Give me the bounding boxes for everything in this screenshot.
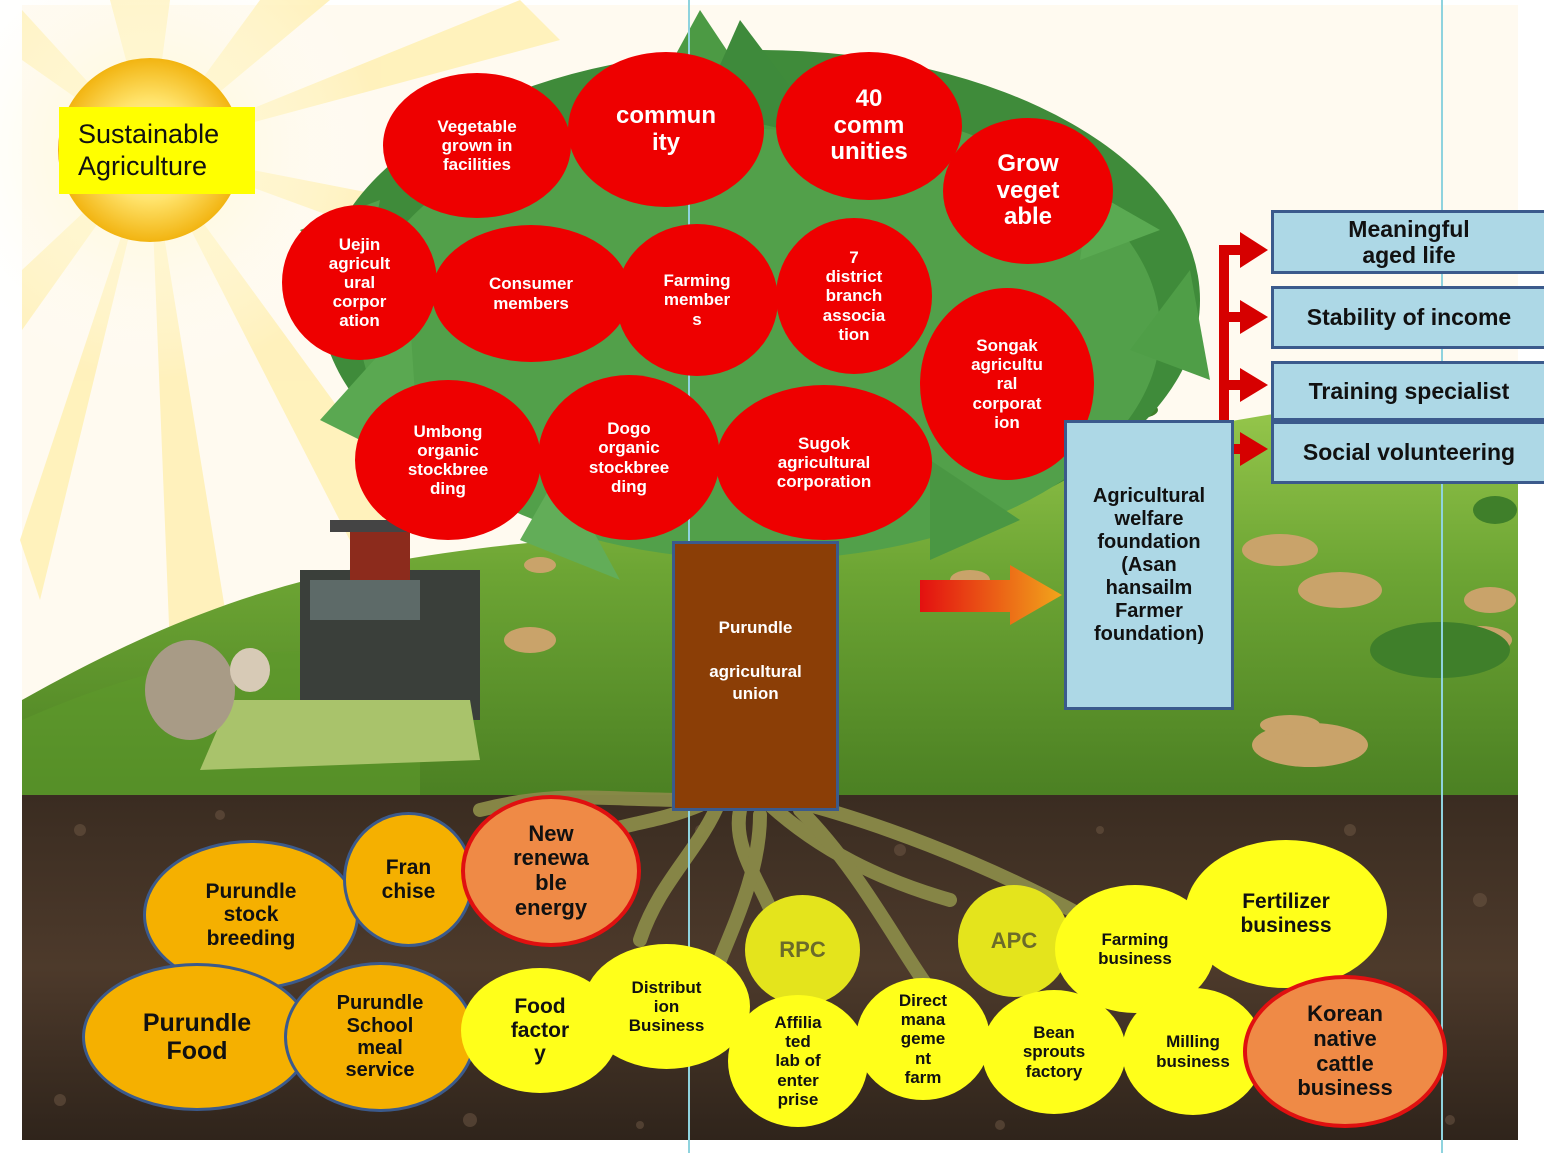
apple-7-district-branch[interactable]: 7 district branch associa tion [776, 218, 932, 374]
apple-umbong-stockbreeding[interactable]: Umbong organic stockbree ding [355, 380, 541, 540]
apple-40-communities[interactable]: 40 comm unities [776, 52, 962, 200]
tree-trunk[interactable]: Purundle agricultural union [672, 541, 839, 811]
apple-farming-members[interactable]: Farming member s [616, 224, 778, 376]
business-distribution[interactable]: Distribut ion Business [583, 944, 750, 1069]
business-direct-management-farm[interactable]: Direct mana geme nt farm [856, 978, 990, 1100]
outcome-meaningful-aged-life[interactable]: Meaningful aged life [1271, 210, 1544, 274]
business-bean-sprouts[interactable]: Bean sprouts factory [982, 990, 1126, 1114]
business-milling[interactable]: Milling business [1122, 988, 1264, 1115]
apple-vegetable-facilities[interactable]: Vegetable grown in facilities [383, 73, 571, 218]
business-affiliated-lab[interactable]: Affilia ted lab of enter prise [728, 995, 868, 1127]
business-new-renewable-energy[interactable]: New renewa ble energy [461, 795, 641, 947]
arrow-to-foundation [920, 565, 1062, 625]
harvester [145, 520, 480, 770]
business-purundle-school-meal[interactable]: Purundle School meal service [284, 962, 476, 1112]
business-purundle-stock-breeding[interactable]: Purundle stock breeding [143, 840, 359, 990]
outcome-stability-of-income[interactable]: Stability of income [1271, 286, 1544, 349]
business-rpc[interactable]: RPC [745, 895, 860, 1005]
outcome-arrows [1219, 232, 1268, 466]
business-korean-native-cattle[interactable]: Korean native cattle business [1243, 975, 1447, 1128]
foundation-label: Agricultural welfare foundation (Asan ha… [1092, 484, 1206, 645]
title-badge: Sustainable Agriculture [59, 107, 255, 194]
apple-consumer-members[interactable]: Consumer members [432, 225, 630, 362]
title-badge-text: Sustainable Agriculture [78, 119, 220, 181]
apple-sugok-corporation[interactable]: Sugok agricultural corporation [716, 385, 932, 540]
apple-uejin-corporation[interactable]: Uejin agricult ural corpor ation [282, 205, 437, 360]
trunk-label: Purundle agricultural union [709, 617, 802, 704]
business-purundle-food[interactable]: Purundle Food [82, 963, 312, 1111]
outcome-training-specialist[interactable]: Training specialist [1271, 361, 1544, 421]
outcome-social-volunteering[interactable]: Social volunteering [1271, 421, 1544, 484]
apple-grow-vegetable[interactable]: Grow veget able [943, 118, 1113, 264]
business-fertilizer[interactable]: Fertilizer business [1185, 840, 1387, 988]
business-franchise[interactable]: Fran chise [343, 812, 474, 947]
guide-line-right [1441, 0, 1443, 1153]
foundation-box[interactable]: Agricultural welfare foundation (Asan ha… [1064, 420, 1234, 710]
business-apc[interactable]: APC [958, 885, 1070, 997]
apple-dogo-stockbreeding[interactable]: Dogo organic stockbree ding [538, 375, 720, 540]
apple-community[interactable]: commun ity [568, 52, 764, 207]
